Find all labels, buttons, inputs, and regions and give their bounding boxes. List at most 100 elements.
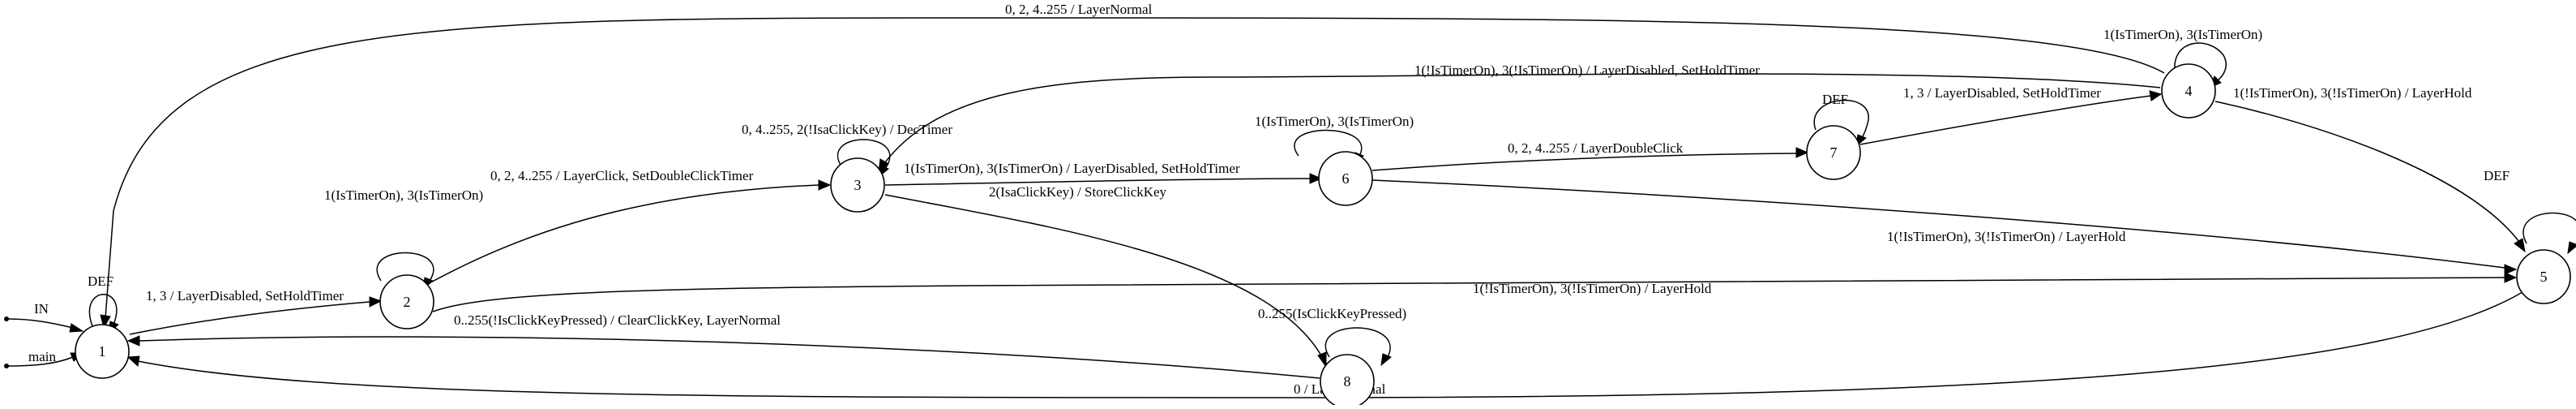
edge-4-1: 0, 2, 4..255 / LayerNormal [100, 2, 2165, 329]
edge-3-6-label: 1(IsTimerOn), 3(IsTimerOn) / LayerDisabl… [904, 161, 1240, 176]
entry-main-line [7, 356, 74, 367]
state-node-7: 7 [1806, 125, 1861, 180]
edge-6-6-line [1294, 129, 1363, 157]
edge-4-3: 1(!IsTimerOn), 3(!IsTimerOn) / LayerDisa… [878, 62, 2161, 174]
entry-in-arrowhead [69, 323, 84, 333]
edge-3-8-line [884, 194, 1322, 356]
edge-6-7-line [1371, 153, 1797, 171]
edge-1-2-label: 1, 3 / LayerDisabled, SetHoldTimer [146, 288, 344, 304]
edge-3-3: 0, 4..255, 2(!IsaClickKey) / DecTimer [742, 122, 952, 179]
entry-in-label: IN [34, 301, 49, 316]
edge-3-6: 1(IsTimerOn), 3(IsTimerOn) / LayerDisabl… [884, 161, 1323, 186]
edge-2-3-line [424, 184, 819, 286]
edge-7-4: 1, 3 / LayerDisabled, SetHoldTimer [1859, 85, 2163, 145]
edge-8-8-arrowhead [1380, 353, 1392, 367]
edge-2-3-label: 0, 2, 4..255 / LayerClick, SetDoubleClic… [490, 168, 754, 183]
entry-in-line [7, 318, 74, 329]
edge-4-5-line [2214, 101, 2520, 243]
edge-2-5-line [432, 277, 2505, 312]
entry-main-edge: main [4, 349, 84, 368]
edge-3-6-line [884, 178, 1311, 186]
edge-2-2-label: 1(IsTimerOn), 3(IsTimerOn) [324, 187, 483, 203]
edge-2-3: 0, 2, 4..255 / LayerClick, SetDoubleClic… [424, 168, 832, 286]
edge-5-5-arrowhead [2567, 241, 2576, 255]
state-label-3: 3 [854, 177, 862, 193]
state-circle-6 [1318, 151, 1373, 206]
edge-8-8-label: 0..255(IsClickKeyPressed) [1258, 306, 1406, 321]
edge-2-2-line [376, 252, 434, 282]
edge-1-2: 1, 3 / LayerDisabled, SetHoldTimer [129, 288, 383, 335]
entry-in-edge: IN [4, 301, 84, 333]
edge-2-3-arrowhead [818, 179, 832, 191]
edge-6-5: 1(!IsTimerOn), 3(!IsTimerOn) / LayerHold [1371, 179, 2518, 275]
state-label-6: 6 [1342, 170, 1350, 187]
edge-8-1-line [139, 336, 1320, 379]
edge-6-6-label: 1(IsTimerOn), 3(IsTimerOn) [1255, 114, 1414, 129]
edge-4-1-label: 0, 2, 4..255 / LayerNormal [1005, 2, 1153, 17]
edge-5-5: DEF [2484, 168, 2576, 255]
edge-1-1-line [88, 294, 118, 327]
edge-2-2: 1(IsTimerOn), 3(IsTimerOn) [324, 187, 483, 291]
state-node-3: 3 [830, 157, 885, 213]
state-circle-2 [379, 274, 434, 329]
edge-4-5-arrowhead [2514, 238, 2526, 253]
state-node-6: 6 [1318, 151, 1373, 206]
edge-6-7: 0, 2, 4..255 / LayerDoubleClick [1371, 140, 1809, 171]
entry-main-label: main [28, 349, 56, 364]
state-node-2: 2 [379, 274, 434, 329]
entry-in-point [4, 316, 9, 321]
edge-3-8-arrowhead [1317, 351, 1327, 368]
state-node-5: 5 [2516, 249, 2571, 304]
edge-3-3-label: 0, 4..255, 2(!IsaClickKey) / DecTimer [742, 122, 952, 137]
state-label-5: 5 [2540, 269, 2548, 285]
edge-3-8: 2(IsaClickKey) / StoreClickKey [884, 184, 1327, 368]
state-label-2: 2 [404, 294, 411, 310]
state-circle-3 [830, 157, 885, 213]
state-label-8: 8 [1344, 373, 1351, 390]
edge-2-5: 1(!IsTimerOn), 3(!IsTimerOn) / LayerHold [432, 272, 2518, 312]
edge-7-7-label: DEF [1822, 92, 1848, 107]
edge-1-1-label: DEF [88, 273, 113, 289]
entry-main-point [4, 364, 9, 368]
edge-4-3-line [884, 73, 2161, 163]
edge-5-5-label: DEF [2484, 168, 2510, 183]
state-label-1: 1 [99, 343, 106, 359]
edge-5-1-arrowhead [126, 355, 140, 367]
edge-6-5-arrowhead [2504, 264, 2518, 275]
edge-7-4-arrowhead [2149, 90, 2163, 101]
edge-4-5-label: 1(!IsTimerOn), 3(!IsTimerOn) / LayerHold [2233, 85, 2472, 101]
state-circle-7 [1806, 125, 1861, 180]
edge-8-1-label: 0..255(!IsClickKeyPressed) / ClearClickK… [454, 312, 781, 328]
edge-1-2-arrowhead [369, 296, 383, 308]
edge-7-4-label: 1, 3 / LayerDisabled, SetHoldTimer [1903, 85, 2101, 101]
edge-6-5-line [1371, 179, 2505, 269]
edge-7-4-line [1859, 95, 2152, 145]
edge-3-6-arrowhead [1309, 173, 1323, 184]
edge-6-7-label: 0, 2, 4..255 / LayerDoubleClick [1508, 140, 1684, 156]
edge-4-4-label: 1(IsTimerOn), 3(IsTimerOn) [2103, 27, 2262, 42]
edge-8-1: 0..255(!IsClickKeyPressed) / ClearClickK… [126, 312, 1320, 379]
edge-2-5-label: 1(!IsTimerOn), 3(!IsTimerOn) / LayerHold [1473, 281, 1712, 296]
edge-6-7-arrowhead [1795, 147, 1809, 158]
edge-4-4-line [2174, 42, 2227, 82]
edge-6-5-label: 1(!IsTimerOn), 3(!IsTimerOn) / LayerHold [1887, 229, 2126, 244]
edge-8-1-arrowhead [126, 335, 140, 347]
state-node-8: 8 [1320, 354, 1375, 409]
edge-3-3-line [837, 139, 891, 170]
edge-4-1-line [105, 17, 2165, 319]
state-node-1: 1 [75, 324, 130, 379]
edge-7-7-line [1813, 99, 1869, 140]
edge-4-5: 1(!IsTimerOn), 3(!IsTimerOn) / LayerHold [2214, 85, 2526, 253]
state-circle-4 [2161, 63, 2216, 118]
state-circle-1 [75, 324, 130, 379]
state-circle-5 [2516, 249, 2571, 304]
edge-8-8: 0..255(IsClickKeyPressed) [1258, 306, 1406, 367]
state-node-4: 4 [2161, 63, 2216, 118]
edge-3-8-label: 2(IsaClickKey) / StoreClickKey [989, 184, 1167, 200]
state-label-7: 7 [1830, 144, 1838, 161]
edge-1-2-line [129, 301, 370, 335]
edge-2-5-arrowhead [2504, 272, 2518, 283]
edge-5-5-line [2523, 212, 2576, 244]
